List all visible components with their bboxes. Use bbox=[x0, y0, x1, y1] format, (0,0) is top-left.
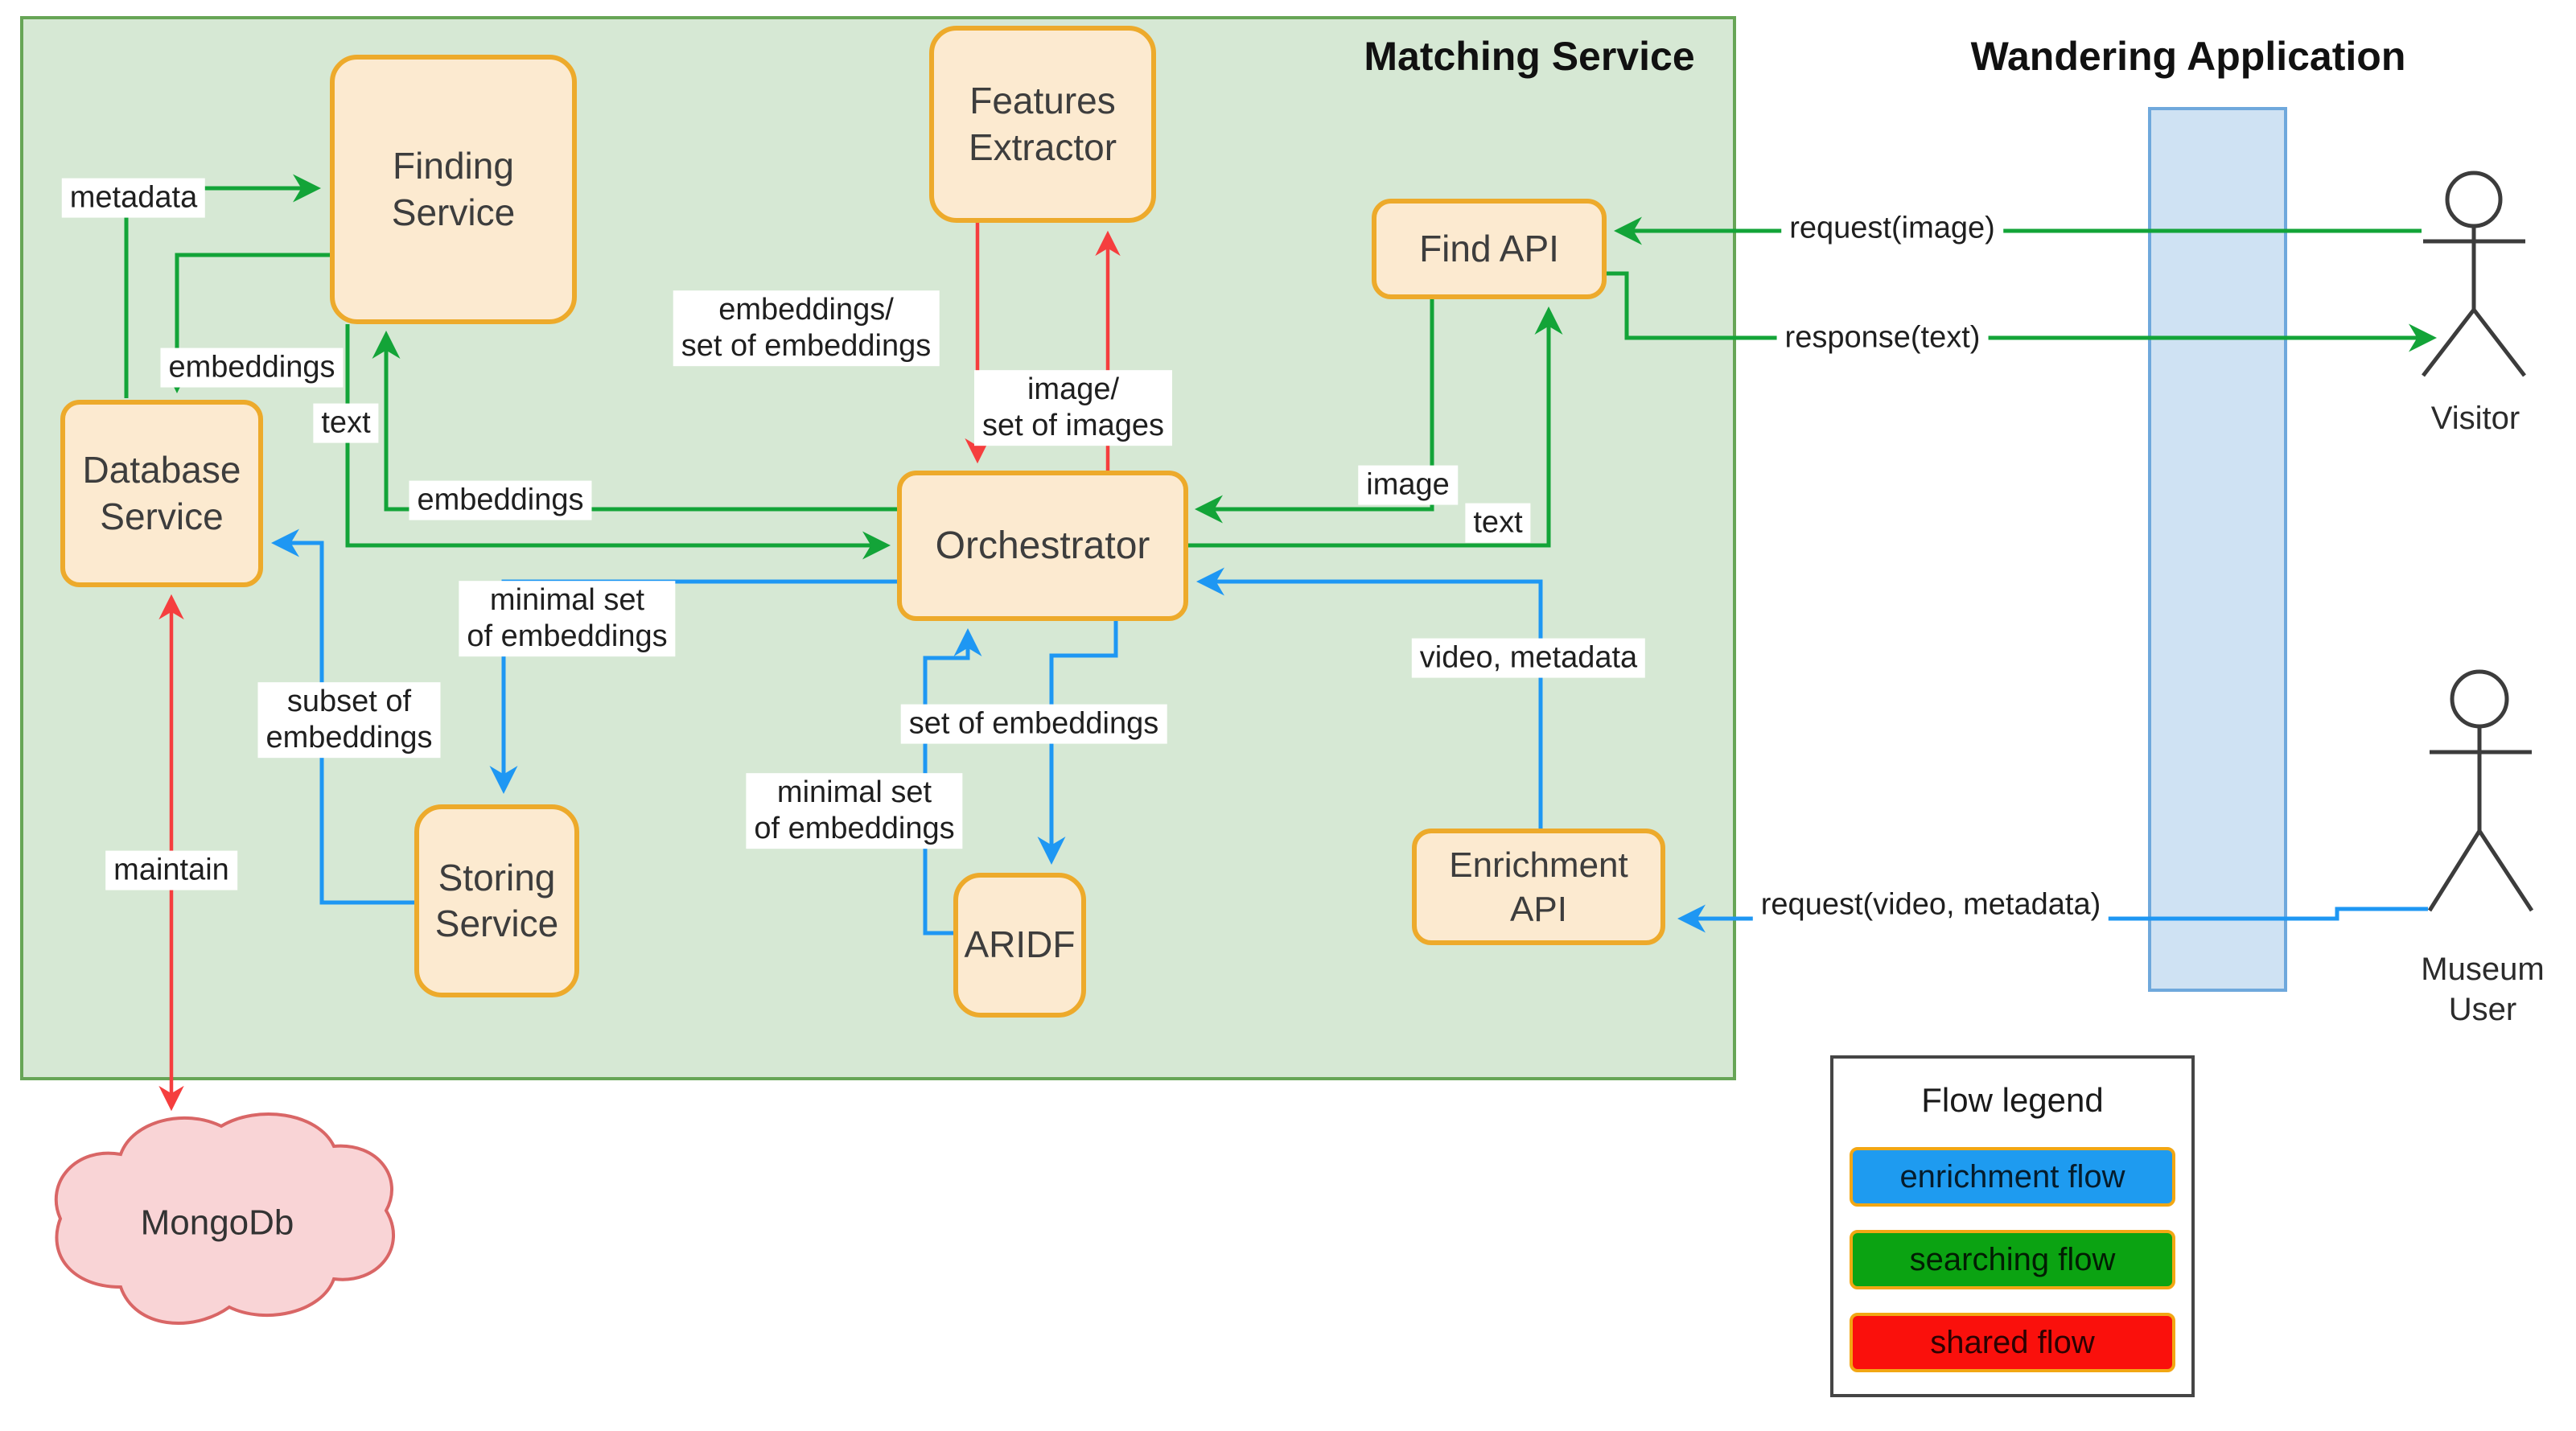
label-subset-embeddings: subset of embeddings bbox=[257, 682, 441, 758]
wandering-application-title: Wandering Application bbox=[1970, 34, 2406, 79]
label-image-set: image/ set of images bbox=[974, 370, 1172, 446]
node-enrichment-api: Enrichment API bbox=[1412, 829, 1665, 945]
label-embeddings-set: embeddings/ set of embeddings bbox=[673, 290, 940, 366]
museum-user-label: Museum User bbox=[2421, 952, 2545, 1027]
label-request-video: request(video, metadata) bbox=[1752, 885, 2109, 925]
mongodb-label: MongoDb bbox=[140, 1203, 294, 1243]
label-set-of-embeddings: set of embeddings bbox=[900, 704, 1167, 744]
label-minimal-set-storing: minimal set of embeddings bbox=[459, 581, 676, 656]
label-embeddings-find-db: embeddings bbox=[160, 347, 344, 388]
legend-shared-flow: shared flow bbox=[1850, 1313, 2175, 1372]
node-finding-service: Finding Service bbox=[330, 55, 577, 324]
visitor-figure bbox=[2422, 171, 2526, 377]
legend-enrichment-flow: enrichment flow bbox=[1850, 1147, 2175, 1207]
node-aridf: ARIDF bbox=[953, 873, 1086, 1018]
label-text-orch-findapi: text bbox=[1465, 503, 1531, 543]
label-video-metadata: video, metadata bbox=[1411, 638, 1646, 678]
flow-legend: Flow legend enrichment flow searching fl… bbox=[1830, 1055, 2195, 1397]
label-maintain: maintain bbox=[105, 850, 237, 890]
node-find-api: Find API bbox=[1372, 199, 1607, 299]
legend-searching-flow: searching flow bbox=[1850, 1230, 2175, 1289]
label-request-image: request(image) bbox=[1781, 208, 2003, 249]
node-database-service: Database Service bbox=[60, 400, 263, 587]
museum-user-figure bbox=[2427, 669, 2534, 912]
matching-service-title: Matching Service bbox=[1364, 34, 1695, 79]
label-image: image bbox=[1358, 465, 1458, 505]
flow-legend-title: Flow legend bbox=[1921, 1081, 2104, 1119]
visitor-label: Visitor bbox=[2430, 401, 2520, 436]
label-minimal-set-aridf: minimal set of embeddings bbox=[746, 773, 963, 849]
wandering-application-lifeline bbox=[2148, 107, 2287, 992]
node-features-extractor: Features Extractor bbox=[929, 26, 1156, 223]
label-embeddings-orch-find: embeddings bbox=[409, 480, 592, 520]
label-text-find-orch: text bbox=[313, 403, 379, 443]
node-storing-service: Storing Service bbox=[414, 804, 579, 997]
label-response-text: response(text) bbox=[1776, 318, 1989, 358]
label-metadata: metadata bbox=[61, 178, 206, 218]
node-orchestrator: Orchestrator bbox=[897, 471, 1188, 621]
